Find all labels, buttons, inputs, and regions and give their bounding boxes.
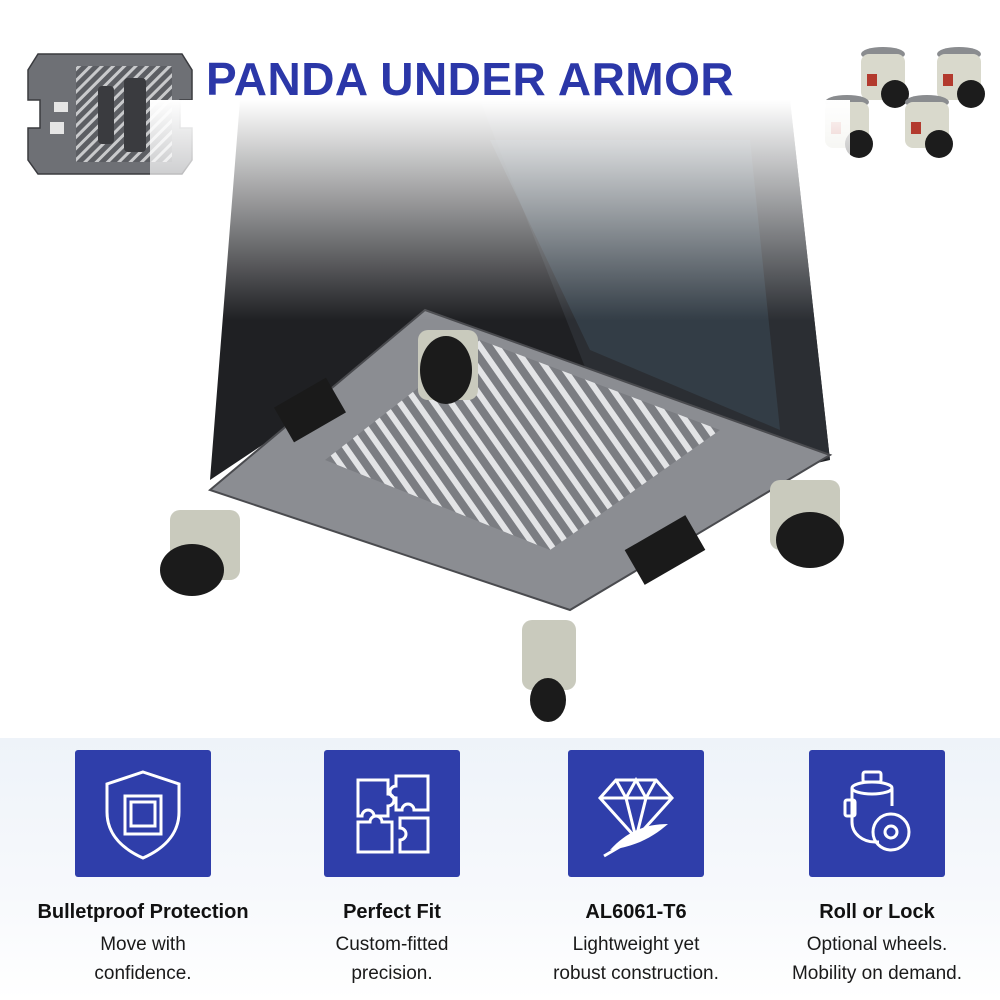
feature-desc-line: Lightweight yet [572, 934, 700, 955]
feature-desc-line: Mobility on demand. [791, 963, 963, 984]
feature-title: Roll or Lock [819, 901, 935, 923]
feature-desc-line: precision. [351, 963, 433, 984]
caster-wheel-icon [861, 47, 909, 108]
features-section: Bulletproof Protection Move with confide… [0, 738, 1000, 1000]
printer-with-armor-plate [150, 100, 850, 730]
feature-description: Optional wheels. Mobility on demand. [757, 930, 997, 988]
diamond-feather-icon [597, 776, 675, 857]
feature-tile [75, 750, 211, 877]
feature-desc-line: Optional wheels. [806, 934, 948, 955]
feature-roll-or-lock: Roll or Lock Optional wheels. Mobility o… [757, 750, 997, 988]
feature-desc-line: confidence. [94, 963, 192, 984]
feature-title: AL6061-T6 [585, 901, 687, 923]
feature-tile [568, 750, 704, 877]
feature-desc-line: Custom-fitted [335, 934, 449, 955]
feature-tile [809, 750, 945, 877]
shield-printer-icon [105, 769, 181, 860]
feature-tile [324, 750, 460, 877]
feature-description: Move with confidence. [23, 930, 263, 988]
feature-al6061: AL6061-T6 Lightweight yet robust constru… [516, 750, 756, 988]
feature-description: Lightweight yet robust construction. [516, 930, 756, 988]
feature-desc-line: Move with [100, 934, 186, 955]
feature-title: Perfect Fit [343, 901, 441, 923]
feature-description: Custom-fitted precision. [272, 930, 512, 988]
feature-bulletproof: Bulletproof Protection Move with confide… [23, 750, 263, 988]
caster-wheel-icon [843, 770, 911, 851]
feature-title: Bulletproof Protection [37, 901, 249, 923]
page-title: PANDA UNDER ARMOR [206, 53, 735, 105]
puzzle-icon [356, 774, 430, 853]
feature-desc-line: robust construction. [553, 963, 719, 984]
feature-perfect-fit: Perfect Fit Custom-fitted precision. [272, 750, 512, 988]
